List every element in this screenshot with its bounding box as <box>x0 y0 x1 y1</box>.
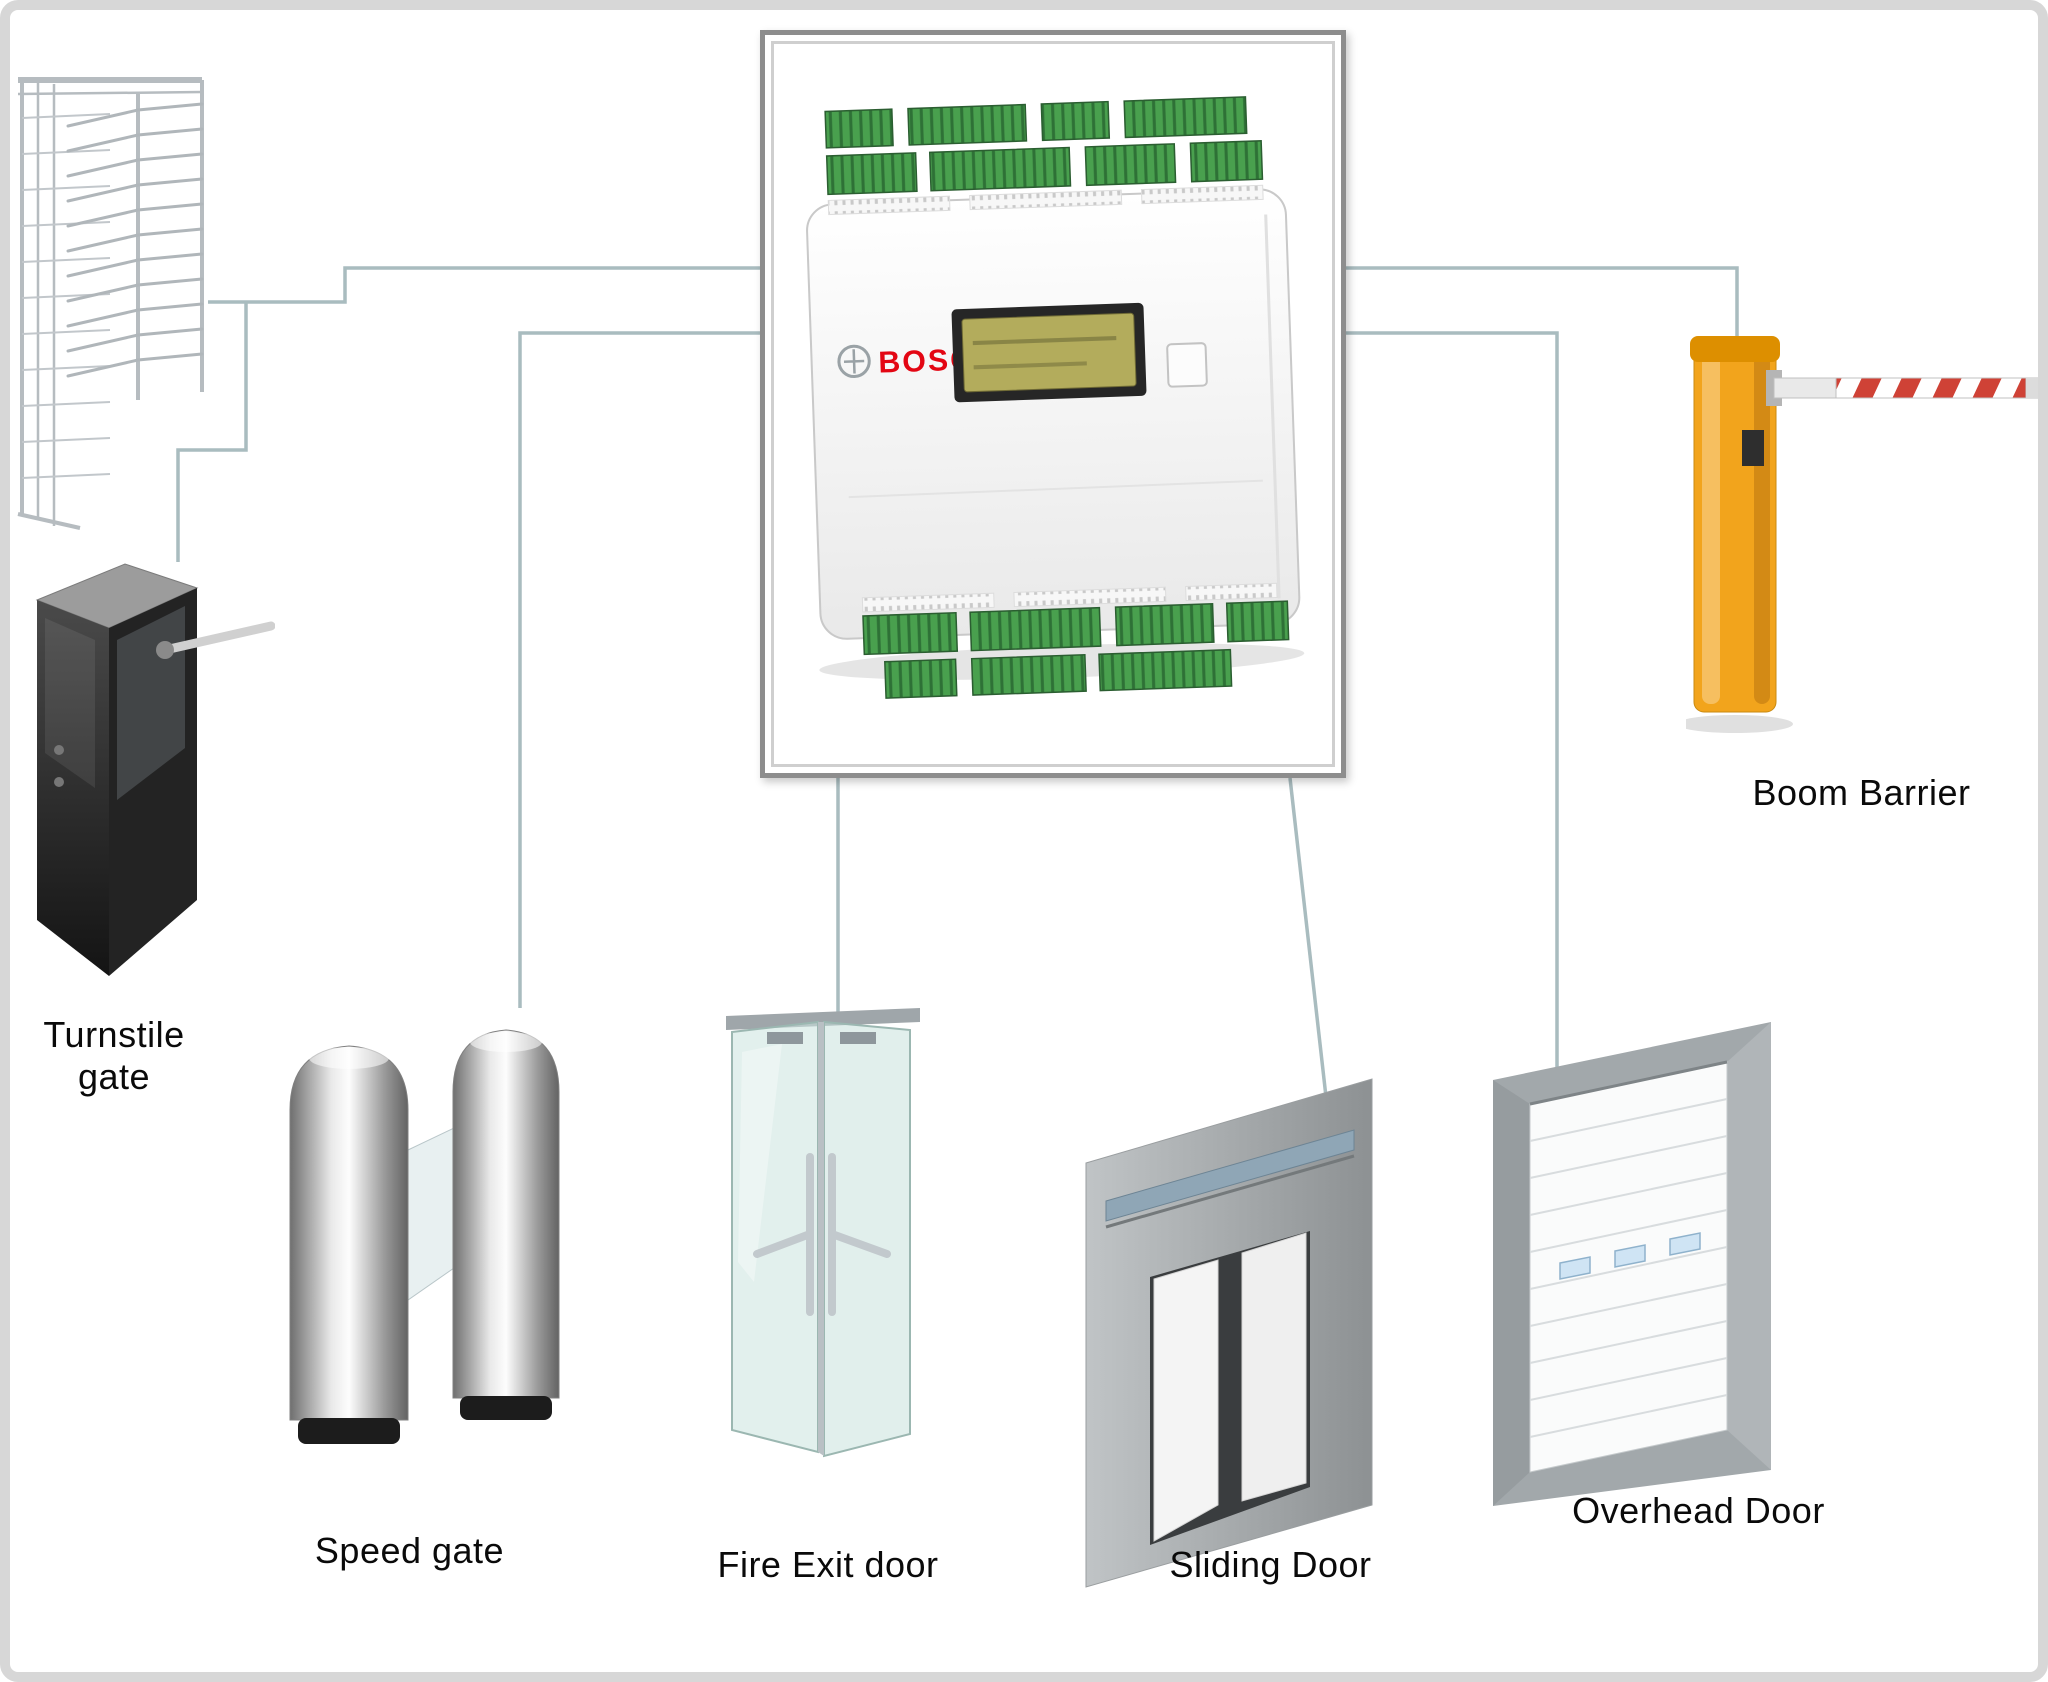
boom-post-highlight <box>1702 352 1720 704</box>
wire-group <box>176 266 1739 1151</box>
controller-illustration: BOSCH <box>806 96 1305 699</box>
turnstile-rotor-arms <box>66 102 204 378</box>
tripod-indicator-2 <box>54 777 64 787</box>
speed-gate-right-pod <box>452 1029 560 1399</box>
overhead-door-illustration <box>1493 1022 1771 1506</box>
controller-body <box>806 188 1301 640</box>
controller-seam <box>848 479 1263 499</box>
boom-display <box>1742 430 1764 466</box>
bosch-emblem-cross <box>843 349 865 374</box>
boom-arm-tip <box>2026 378 2042 398</box>
fire-door-handles <box>753 1153 891 1316</box>
speed-gate-right-top-sheen <box>470 1032 542 1052</box>
sliding-rail-shadow <box>1105 1154 1355 1229</box>
fire-exit-door-illustration <box>726 1008 920 1458</box>
fire-door-closer-left <box>767 1032 803 1044</box>
speed-gate-label: Speed gate <box>314 1530 505 1571</box>
tripod-front-face <box>37 600 109 976</box>
boom-barrier-illustration <box>1686 336 2043 733</box>
turnstile-cage-illustration <box>17 77 204 530</box>
sliding-right-leaf <box>1241 1232 1307 1502</box>
turnstile-gate-label: Turnstile gate <box>43 1014 185 1097</box>
overhead-header-shadow <box>1529 1060 1728 1106</box>
turnstile-cage-rails <box>21 113 111 479</box>
wire-sliding-door <box>1288 777 1334 1151</box>
turnstile-cage-frame <box>17 77 204 530</box>
overhead-panel-seams <box>1529 1098 1728 1438</box>
speed-gate-illustration <box>289 1029 560 1444</box>
tripod-arm-hub <box>156 641 174 659</box>
overhead-door-label: Overhead Door <box>1572 1490 1825 1531</box>
terminal-blocks-bottom <box>862 600 1290 699</box>
sliding-left-leaf <box>1153 1259 1219 1542</box>
speed-gate-left-pod <box>289 1045 409 1421</box>
boom-arm-stripes <box>1835 377 2027 399</box>
wire-turnstile-tripod <box>176 302 248 562</box>
wire-speed-gate <box>518 331 762 1008</box>
tripod-turnstile-illustration <box>35 563 275 976</box>
boom-post-cap <box>1690 336 1780 362</box>
terminal-labels-bottom <box>861 582 1278 613</box>
wire-turnstile-cage <box>208 266 762 304</box>
lcd-screen <box>961 312 1137 393</box>
fire-door-header <box>726 1008 920 1030</box>
fire-door-center-stile <box>818 1022 824 1456</box>
speed-gate-right-base <box>460 1396 552 1420</box>
overhead-frame-left <box>1493 1080 1530 1506</box>
sliding-door-label: Sliding Door <box>1169 1544 1372 1585</box>
terminal-labels-top <box>827 184 1264 216</box>
tripod-side-face <box>109 588 197 976</box>
sliding-top-rail <box>1105 1129 1355 1222</box>
controller-edge-groove <box>1264 214 1281 599</box>
wire-boom-barrier <box>1346 266 1739 340</box>
lcd-text-line-2 <box>973 361 1087 370</box>
fire-door-glass-sheen <box>738 1044 782 1282</box>
terminal-blocks-top <box>824 96 1264 196</box>
controller-frame: BOSCH <box>760 30 1346 778</box>
tripod-indicator-1 <box>54 745 64 755</box>
sliding-door-illustration <box>1085 1078 1373 1588</box>
lcd-text-line-1 <box>972 336 1117 346</box>
wire-overhead-door <box>1346 331 1559 1100</box>
fire-exit-door-label: Fire Exit door <box>717 1544 939 1585</box>
overhead-windows <box>1559 1232 1701 1280</box>
controller-button <box>1166 342 1208 388</box>
tripod-arm <box>160 621 275 655</box>
speed-gate-left-top-sheen <box>309 1047 389 1069</box>
boom-barrier-label: Boom Barrier <box>1752 772 1971 813</box>
fire-door-closer-right <box>840 1032 876 1044</box>
bosch-emblem-icon <box>837 344 871 379</box>
speed-gate-left-base <box>298 1418 400 1444</box>
boom-shadow <box>1686 715 1793 733</box>
overhead-frame-right <box>1727 1022 1771 1470</box>
speed-gate-flap <box>407 1127 455 1301</box>
